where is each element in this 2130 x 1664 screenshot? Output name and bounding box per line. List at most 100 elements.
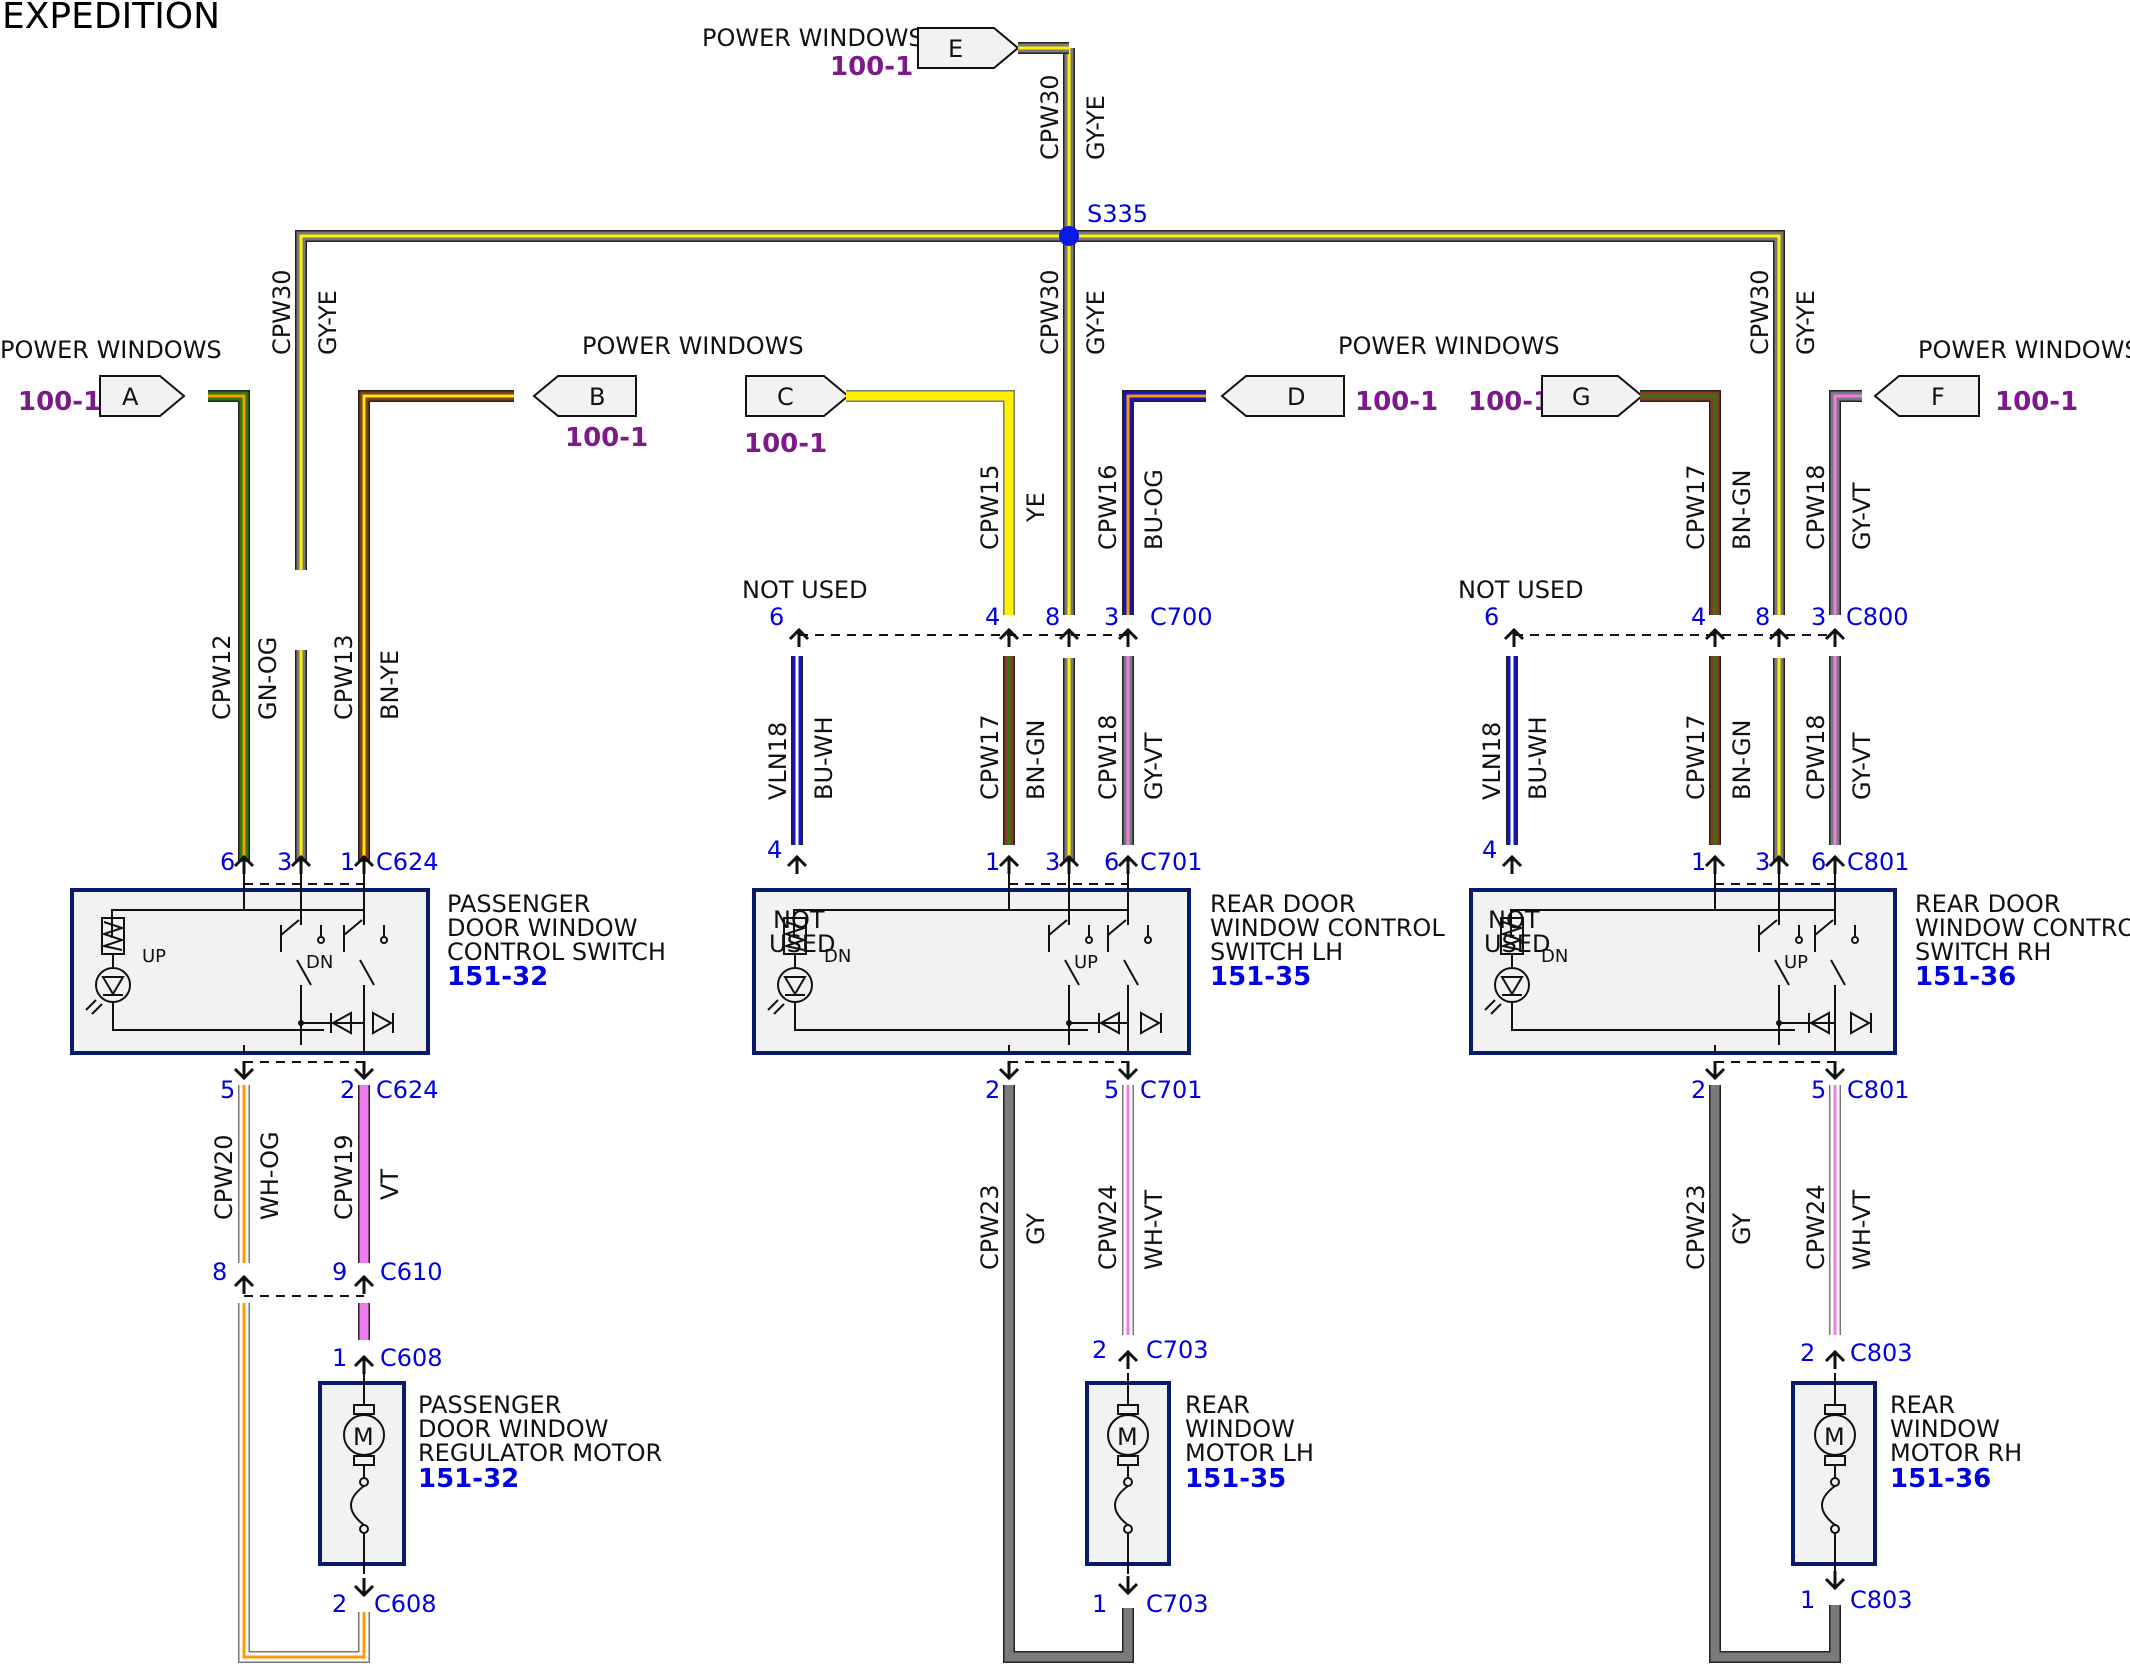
switch-internal-schematic xyxy=(767,870,1162,1053)
pin-arrow xyxy=(1824,1061,1846,1081)
pin-number: 3 xyxy=(277,848,292,876)
pin-number: 8 xyxy=(1045,603,1060,631)
wire-label-cpw24: CPW24 xyxy=(1802,1185,1830,1271)
wire-label-gy-vt: GY-VT xyxy=(1140,732,1168,800)
motor-schematic xyxy=(1814,1373,1856,1574)
edge-connector-d-letter: D xyxy=(1287,383,1305,411)
switch-label: DN xyxy=(306,952,333,973)
splice-s335-dot xyxy=(1059,226,1079,246)
wire-label-bn-gn: BN-GN xyxy=(1728,719,1756,800)
wire-label-cpw17: CPW17 xyxy=(1682,465,1710,551)
pin-number: 5 xyxy=(1104,1076,1119,1104)
wire-label-cpw23: CPW23 xyxy=(1682,1185,1710,1271)
wire-cpw23-rh xyxy=(1709,1085,1841,1663)
wire-label-bu-og: BU-OG xyxy=(1140,469,1168,550)
pin-arrow xyxy=(353,1061,375,1081)
wire-label-cpw18: CPW18 xyxy=(1802,465,1830,551)
connector-label: C801 xyxy=(1847,848,1910,876)
wire-label-bu-wh: BU-WH xyxy=(1524,717,1552,801)
not-used-label: USED xyxy=(1484,930,1550,958)
pin-arrow xyxy=(1704,1061,1726,1081)
switch-label: UP xyxy=(142,946,166,967)
pin-number: 1 xyxy=(1092,1590,1107,1618)
pin-arrow xyxy=(998,1061,1020,1081)
wire-cpw18-f xyxy=(1829,390,1862,615)
switch-internal-schematic xyxy=(85,870,394,1053)
pin-arrow xyxy=(353,1354,375,1374)
switch-component-box xyxy=(70,888,430,1055)
component-name: WINDOW CONTROL xyxy=(1210,914,1445,942)
edge-g-ref: 100-1 xyxy=(1468,387,1551,417)
pin-number: 4 xyxy=(1482,836,1497,864)
pin-arrow xyxy=(1117,627,1139,647)
connector-c703-label: C703 xyxy=(1146,1590,1209,1618)
component-name: DOOR WINDOW xyxy=(418,1415,608,1443)
pin-number: 6 xyxy=(769,603,784,631)
pin-arrow xyxy=(353,1578,375,1598)
pin-number: 1 xyxy=(340,848,355,876)
wire-label-gy-ye: GY-YE xyxy=(1082,290,1110,355)
wire-label-cpw18: CPW18 xyxy=(1094,715,1122,801)
edge-connector-a-letter: A xyxy=(122,383,139,411)
switch-label: DN xyxy=(824,946,851,967)
pin-arrow xyxy=(1824,1349,1846,1369)
component-name: PASSENGER xyxy=(418,1391,561,1419)
motor-schematic xyxy=(343,1373,385,1574)
component-name: WINDOW xyxy=(1185,1415,1295,1443)
wire-label-wh-og: WH-OG xyxy=(256,1131,284,1220)
component-name: REAR DOOR xyxy=(1210,890,1356,918)
pin-number: 2 xyxy=(332,1590,347,1618)
wire-label-cpw30: CPW30 xyxy=(1036,75,1064,161)
switch-internal-schematic xyxy=(1484,870,1872,1053)
connector-c800-label: C800 xyxy=(1846,603,1909,631)
edge-d-label: POWER WINDOWS xyxy=(1338,332,1560,360)
pin-arrow xyxy=(233,1061,255,1081)
wire-label-cpw30: CPW30 xyxy=(268,270,296,356)
switch-label: UP xyxy=(1784,952,1808,973)
connector-label: C701 xyxy=(1140,848,1203,876)
pin-arrow xyxy=(1501,854,1523,874)
edge-connector-a-shape xyxy=(99,375,186,417)
pin-number: 5 xyxy=(220,1076,235,1104)
connector-label: C624 xyxy=(376,848,439,876)
wire-label-cpw18: CPW18 xyxy=(1802,715,1830,801)
edge-f-ref: 100-1 xyxy=(1995,387,2078,417)
component-name: MOTOR RH xyxy=(1890,1439,2022,1467)
not-used-label: NOT USED xyxy=(1458,576,1584,604)
wire-label-bn-gn: BN-GN xyxy=(1728,469,1756,550)
connector-c803-label: C803 xyxy=(1850,1339,1913,1367)
edge-connector-b-shape xyxy=(532,375,637,417)
component-name: REGULATOR MOTOR xyxy=(418,1439,662,1467)
not-used-label: NOT xyxy=(773,906,825,934)
pin-number: 2 xyxy=(1092,1336,1107,1364)
wire-label-cpw17: CPW17 xyxy=(1682,715,1710,801)
wire-label-wh-vt: WH-VT xyxy=(1848,1190,1876,1270)
wire-label-vt: VT xyxy=(376,1169,404,1200)
wire-label-vln18: VLN18 xyxy=(1478,722,1506,800)
wire-label-wh-vt: WH-VT xyxy=(1140,1190,1168,1270)
edge-connector-e-letter: E xyxy=(948,35,963,63)
pin-arrow xyxy=(1117,1061,1139,1081)
component-ref: 151-35 xyxy=(1185,1464,1286,1494)
connector-c608-label: C608 xyxy=(374,1590,437,1618)
component-name: WINDOW xyxy=(1890,1415,2000,1443)
wire-label-cpw19: CPW19 xyxy=(330,1135,358,1221)
wire-label-ye: YE xyxy=(1022,492,1050,523)
component-ref: 151-36 xyxy=(1890,1464,1991,1494)
connector-label: C624 xyxy=(376,1076,439,1104)
edge-c-ref: 100-1 xyxy=(744,429,827,459)
component-ref: 151-35 xyxy=(1210,962,1311,992)
edge-connector-f-shape xyxy=(1873,375,1980,417)
not-used-label: USED xyxy=(769,930,835,958)
edge-e-label: POWER WINDOWS xyxy=(702,24,924,52)
wire-cpw15 xyxy=(846,390,1015,615)
component-name: CONTROL SWITCH xyxy=(447,938,666,966)
wire-label-cpw23: CPW23 xyxy=(976,1185,1004,1271)
component-ref: 151-36 xyxy=(1915,962,2016,992)
switch-label: DN xyxy=(1541,946,1568,967)
edge-connector-e-shape xyxy=(917,27,1020,69)
component-name: SWITCH RH xyxy=(1915,938,2051,966)
pin-arrow xyxy=(1503,627,1525,647)
edge-a-label: POWER WINDOWS xyxy=(0,336,222,364)
component-name: DOOR WINDOW xyxy=(447,914,637,942)
